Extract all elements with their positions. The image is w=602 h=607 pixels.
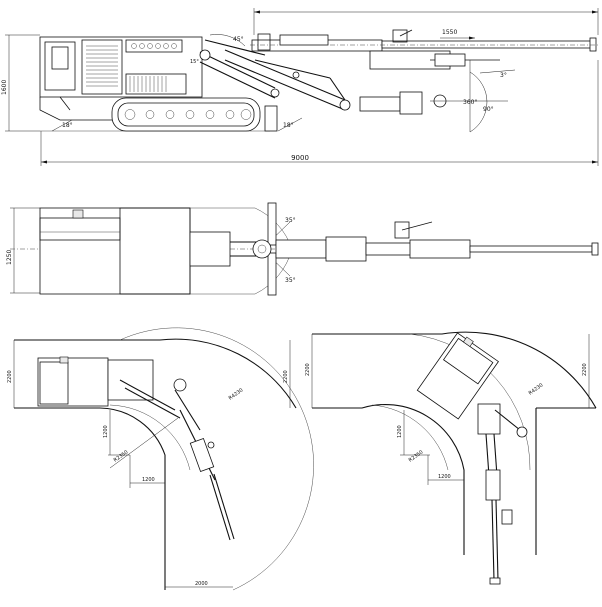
boom-arm	[199, 39, 447, 115]
angle-swing-label: 90°	[483, 106, 494, 113]
carrier-body	[39, 36, 203, 121]
dim-stroke-label: 1550	[442, 29, 457, 36]
front-jack	[264, 105, 278, 132]
dim-wall-left: 1200 1200 2000	[103, 410, 233, 588]
dim-corridor-right: 2200 2200	[305, 334, 590, 408]
angle-small-label: 15°	[190, 59, 199, 65]
right-radius-outer-label: R4230	[528, 382, 545, 396]
top-boom-base	[189, 202, 599, 296]
dim-width: 1250	[6, 207, 40, 294]
turn-right-machine	[416, 332, 528, 585]
left-dim-wall-label: 1200	[103, 425, 109, 438]
angle-lower-label: 35°	[285, 277, 296, 284]
right-dim-corridor-right-label: 2200	[582, 363, 588, 376]
left-dim-h1-label: 1200	[142, 477, 155, 483]
turn-left-view: 2200 2200 1200 1200 2000 R4230 R2350	[7, 327, 314, 591]
right-dim-wall-label: 1200	[397, 425, 403, 438]
angle-tilt-label: 3°	[500, 72, 507, 79]
top-view: 1250 35° 35°	[6, 202, 600, 296]
side-view: 1600 9000	[1, 8, 600, 166]
right-radius-inner-label: R2350	[408, 449, 425, 463]
tunnel-walls-right	[312, 331, 597, 555]
left-radius-inner-label: R2350	[113, 449, 130, 463]
feed-beam	[250, 29, 600, 70]
dim-total-length-label: 9000	[291, 154, 309, 162]
dim-height-label: 1600	[1, 80, 8, 95]
angle-rear-label: 18°	[62, 122, 73, 129]
rotation-indicator: 360° 90° 3°	[430, 60, 516, 133]
top-carrier	[39, 207, 191, 295]
left-dim-corridor-label: 2200	[7, 370, 13, 383]
right-dim-h1-label: 1200	[438, 474, 451, 480]
dim-drill-length	[253, 8, 599, 35]
dim-total-length: 9000	[40, 60, 599, 166]
right-dim-corridor-left-label: 2200	[305, 363, 311, 376]
crawler-track	[111, 97, 261, 132]
dim-width-label: 1250	[6, 250, 13, 265]
turn-right-view: 2200 2200 1200 1200 R4230 R2350	[305, 331, 597, 585]
dim-height: 1600	[1, 34, 40, 132]
angle-rotate-label: 360°	[463, 99, 477, 106]
angle-boom-label: 45°	[233, 36, 244, 43]
tunnel-walls-left	[14, 327, 314, 591]
left-dim-corridor-label-2: 2200	[283, 370, 289, 383]
dim-corridor-v-left: 2200 2200	[7, 340, 291, 408]
left-radius-outer-label: R4230	[228, 387, 245, 401]
angle-upper-label: 35°	[285, 217, 296, 224]
dim-wall-right: 1200 1200	[397, 410, 464, 485]
left-dim-h2-label: 2000	[195, 581, 208, 587]
turn-left-machine	[37, 356, 235, 541]
